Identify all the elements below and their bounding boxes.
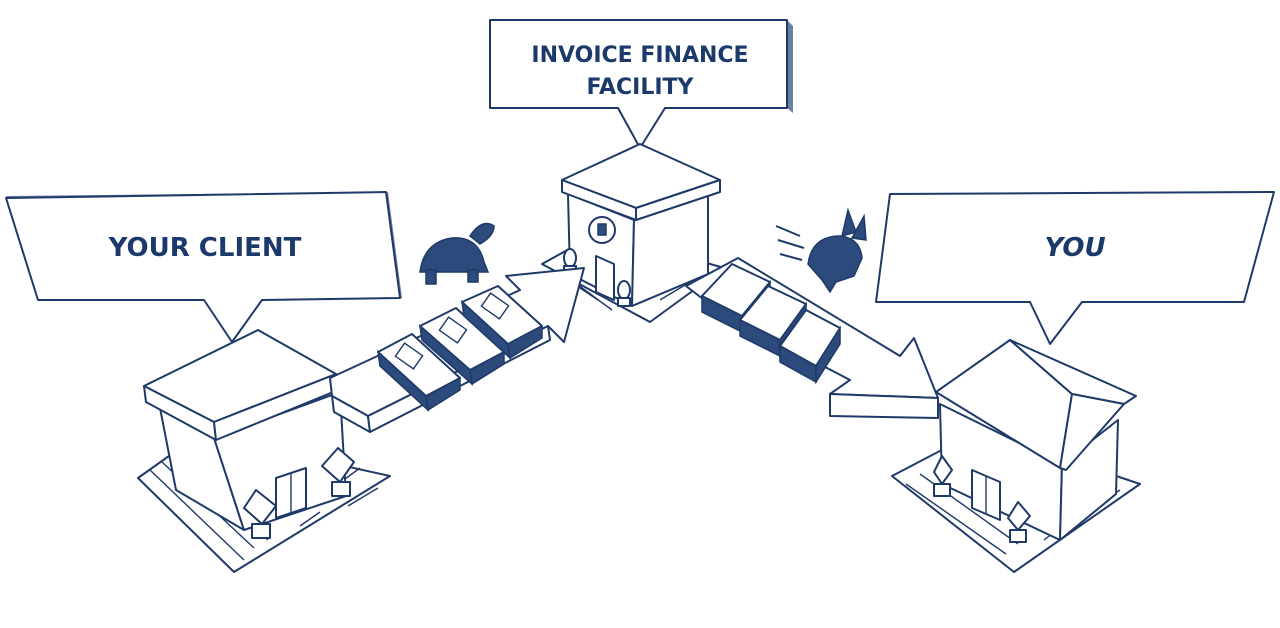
client-building: [137, 329, 391, 573]
tortoise-icon: [419, 222, 495, 285]
hare-icon: [775, 207, 867, 294]
you-speech-bubble: YOU: [875, 191, 1275, 345]
arrow-client-to-facility: [329, 267, 585, 433]
money-stack: [418, 307, 505, 386]
money-stack: [376, 333, 461, 412]
your-house: [891, 339, 1141, 573]
money-stack: [460, 285, 543, 360]
facility-label-line1: INVOICE FINANCE: [531, 43, 748, 68]
arrow-facility-to-you: [685, 257, 939, 419]
facility-speech-bubble: INVOICE FINANCE FACILITY: [489, 19, 793, 149]
you-label: YOU: [1044, 233, 1105, 263]
client-speech-bubble: YOUR CLIENT: [5, 191, 402, 343]
facility-label-line2: FACILITY: [586, 75, 694, 100]
money-stack: [779, 309, 841, 385]
facility-building: [541, 143, 725, 323]
client-label: YOUR CLIENT: [108, 233, 302, 263]
